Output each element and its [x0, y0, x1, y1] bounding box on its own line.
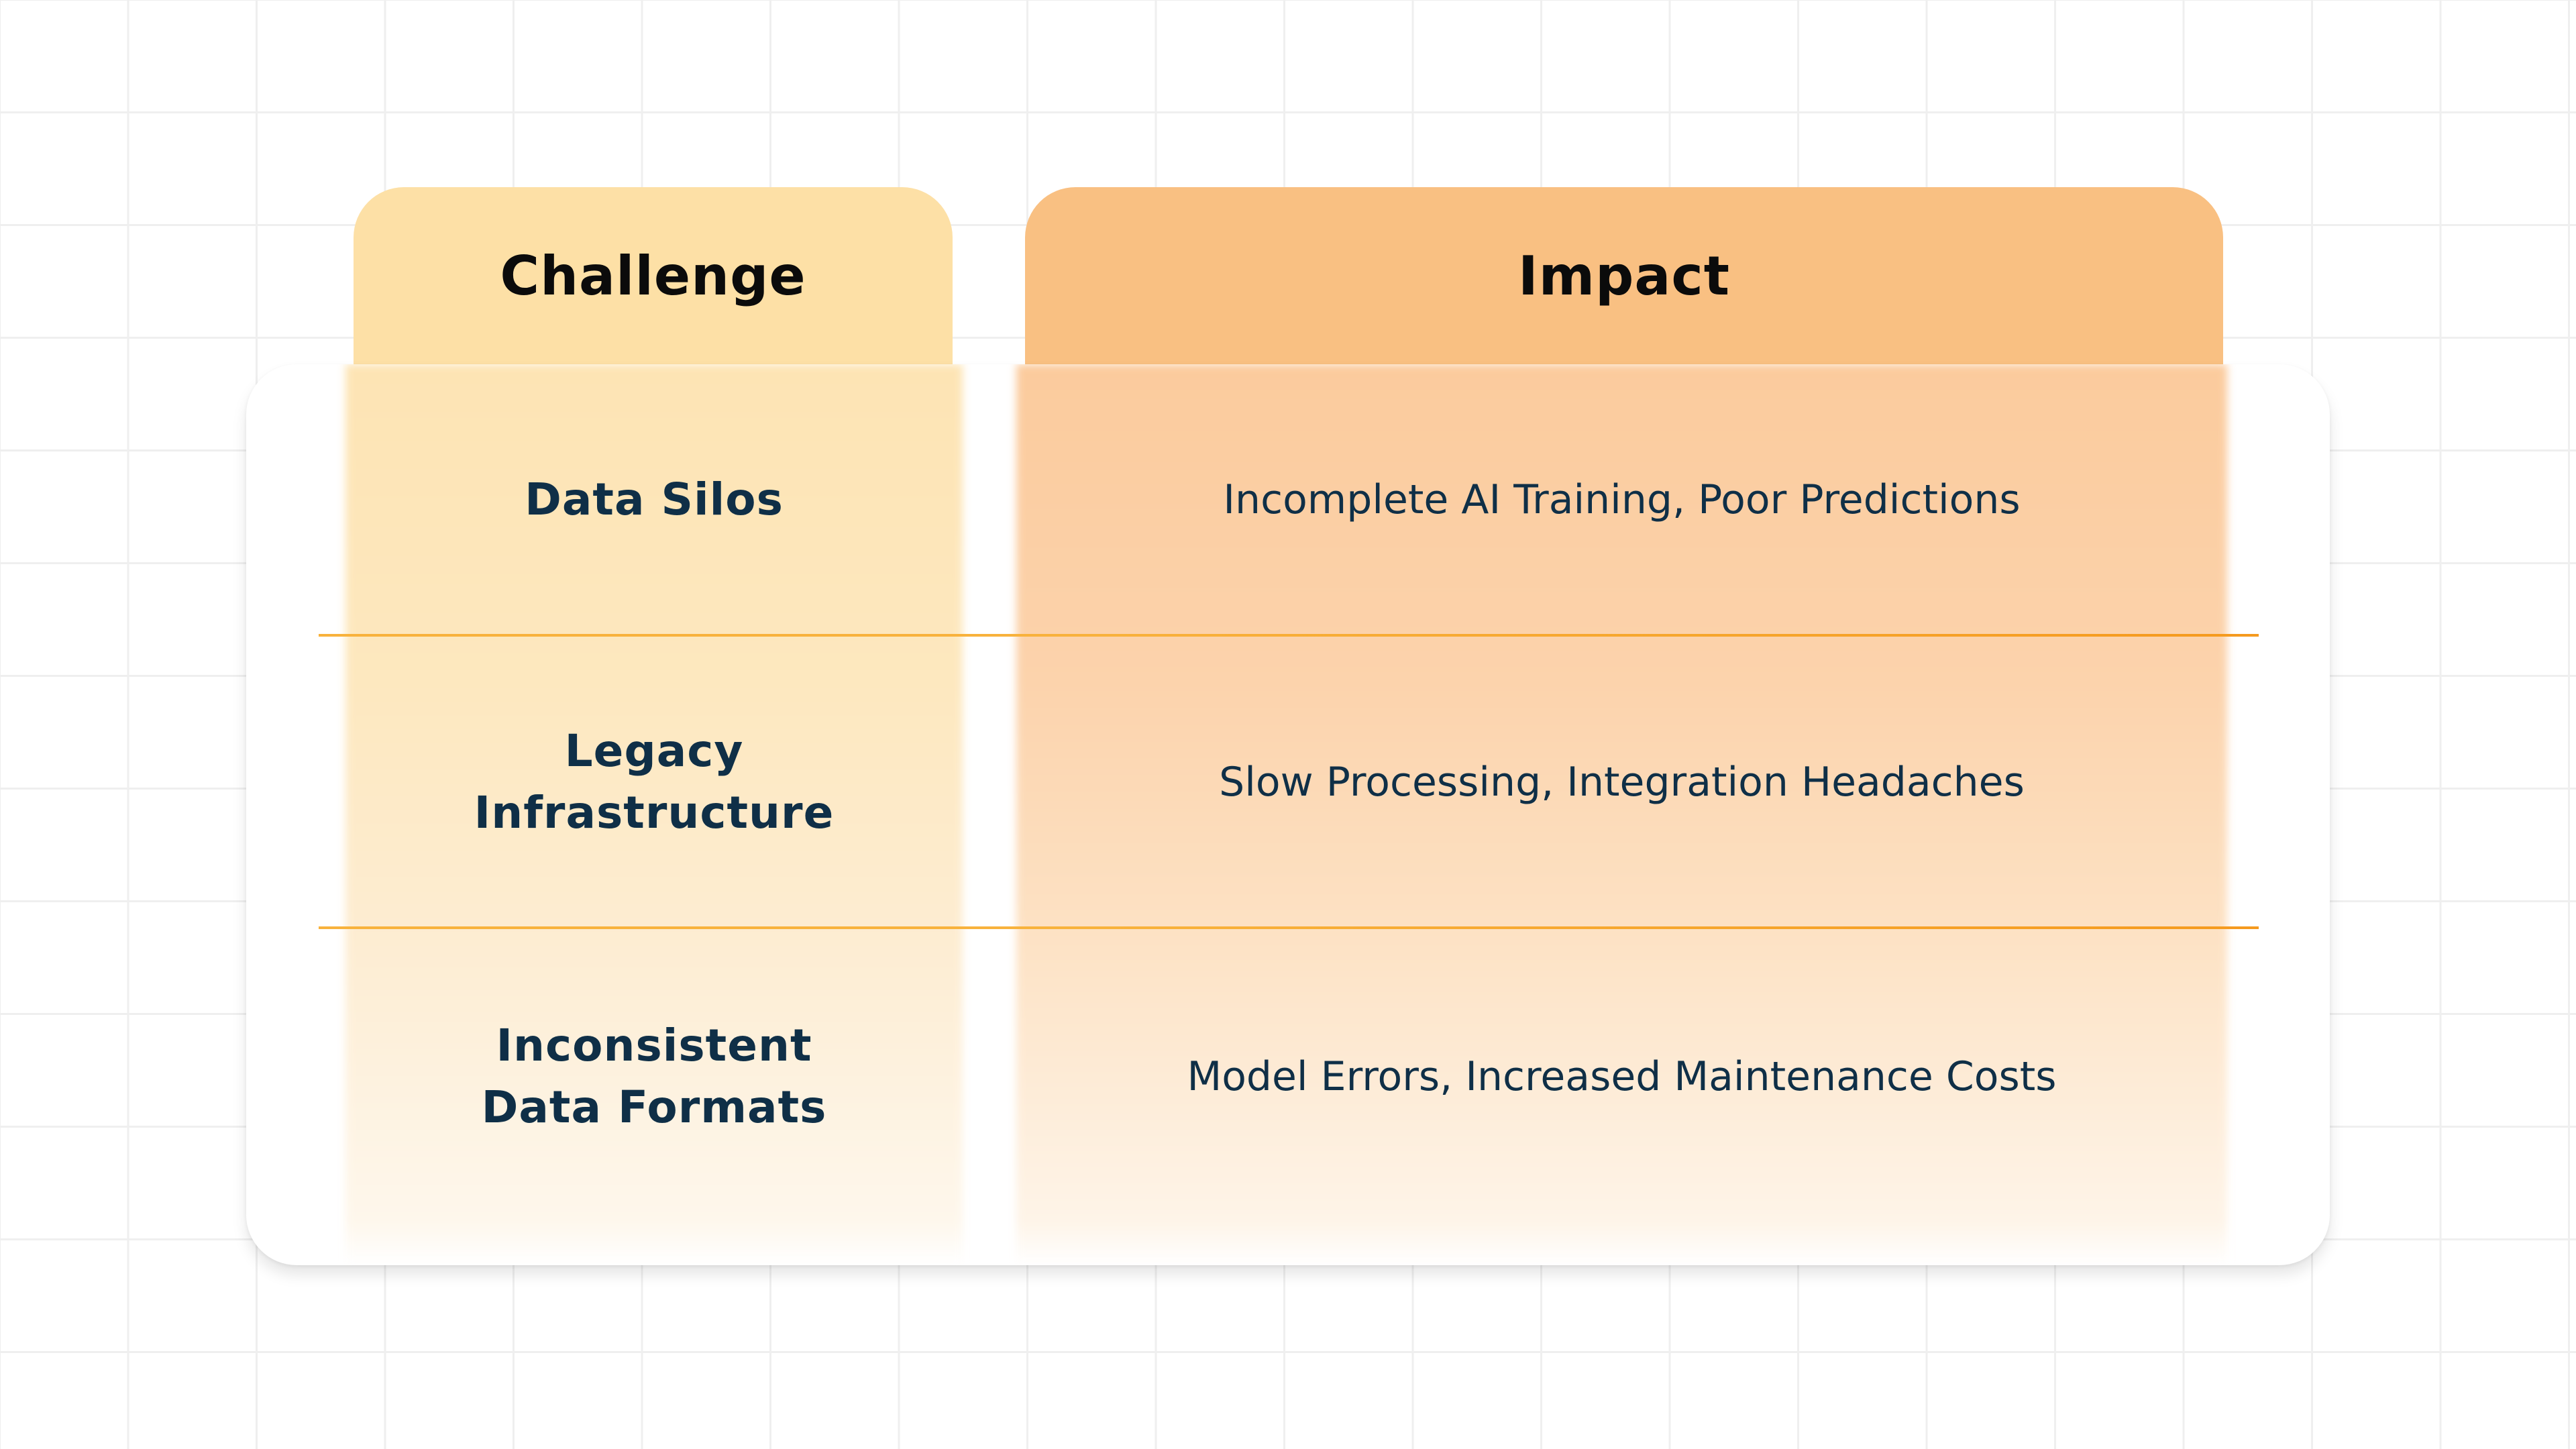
impact-header-label: Impact [1517, 245, 1731, 307]
challenge-column-background [345, 364, 963, 1265]
impact-cell: Incomplete AI Training, Poor Predictions [1223, 476, 2021, 523]
challenge-cell: Data Silos [525, 474, 784, 525]
impact-column-header: Impact [1025, 187, 2223, 365]
challenge-header-label: Challenge [500, 245, 806, 307]
challenge-cell: Inconsistent Data Formats [481, 1020, 827, 1133]
impact-cell: Slow Processing, Integration Headaches [1219, 759, 2025, 806]
table-row: Legacy Infrastructure Slow Processing, I… [246, 637, 2330, 928]
impact-column-background [1016, 364, 2227, 1265]
table-row: Data Silos Incomplete AI Training, Poor … [246, 364, 2330, 635]
challenge-column-header: Challenge [354, 187, 953, 365]
row-divider [319, 926, 2259, 929]
challenge-cell: Legacy Infrastructure [474, 725, 835, 839]
row-divider [319, 634, 2259, 637]
table-row: Inconsistent Data Formats Model Errors, … [246, 929, 2330, 1224]
comparison-table-card: Data Silos Incomplete AI Training, Poor … [246, 364, 2330, 1265]
impact-cell: Model Errors, Increased Maintenance Cost… [1187, 1053, 2057, 1100]
